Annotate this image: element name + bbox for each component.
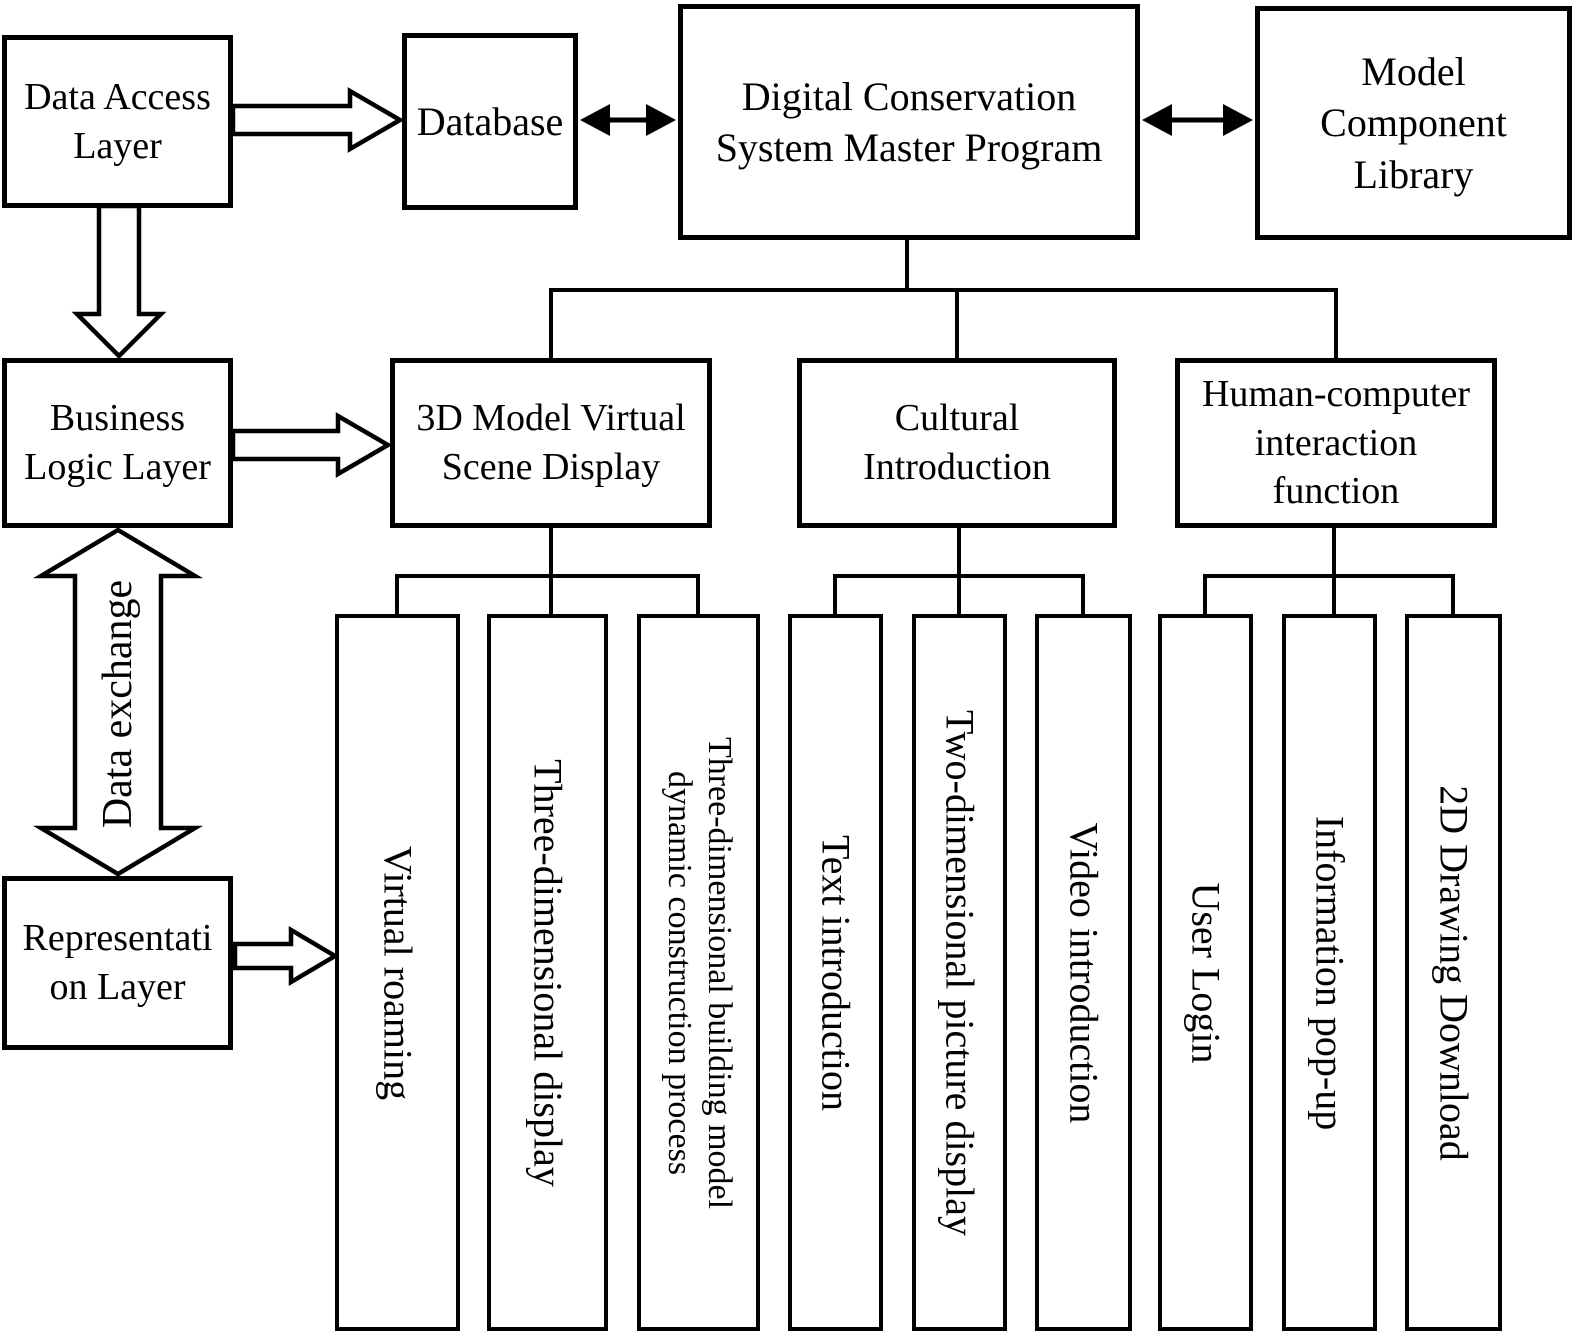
connector-g3-drop-right [1451,576,1455,614]
connector-g3-stem [1332,528,1336,614]
hci-function-box: Human-computer interaction function [1175,358,1497,528]
data-exchange-label: Data exchange [95,579,141,829]
connector-g2-drop-right [1081,576,1085,614]
model-component-library-label: Model Component Library [1320,49,1507,197]
connector-drop-hci [1334,290,1338,358]
master-program-label: Digital Conservation System Master Progr… [715,73,1103,170]
text-introduction-label: Text introduction [813,834,859,1111]
connector-g2-rail [833,574,1085,578]
data-access-layer-box: Data Access Layer [2,35,233,208]
information-pop-up-label: Information pop-up [1307,815,1353,1130]
representation-layer-label: Representati on Layer [22,917,213,1008]
cultural-introduction-box: Cultural Introduction [797,358,1117,528]
information-pop-up-box: Information pop-up [1282,614,1377,1331]
business-logic-layer-label: Business Logic Layer [24,397,211,488]
data-access-layer-label: Data Access Layer [24,75,211,167]
video-introduction-box: Video introduction [1035,614,1132,1331]
drawing-download-box: 2D Drawing Download [1405,614,1502,1331]
connector-drop-cultural [955,290,959,358]
representation-layer-box: Representati on Layer [2,876,233,1050]
building-model-process-box: Three-dimensional building model dynamic… [637,614,760,1331]
scene-display-label: 3D Model Virtual Scene Display [416,397,686,488]
data-access-to-database-arrow [230,87,405,153]
user-login-box: User Login [1158,614,1253,1331]
data-exchange-double-arrow [32,527,204,877]
master-program-box: Digital Conservation System Master Progr… [678,4,1140,240]
drawing-download-label: 2D Drawing Download [1431,784,1477,1161]
connector-g1-drop-left [395,576,399,614]
business-logic-layer-box: Business Logic Layer [2,358,233,528]
three-dimensional-display-box: Three-dimensional display [487,614,608,1331]
connector-g1-stem [549,528,553,614]
connector-drop-scene-display [549,290,553,358]
connector-g3-drop-left [1203,576,1207,614]
building-model-process-label: Three-dimensional building model dynamic… [660,736,738,1209]
database-box: Database [402,33,578,210]
data-access-to-business-logic-arrow [71,203,167,360]
connector-master-stem [905,240,909,290]
scene-display-box: 3D Model Virtual Scene Display [390,358,712,528]
master-library-double-arrow [1142,104,1253,136]
video-introduction-label: Video introduction [1061,822,1107,1123]
database-label: Database [416,98,564,144]
connector-g1-drop-right [696,576,700,614]
two-dimensional-picture-display-label: Two-dimensional picture display [937,709,983,1236]
connector-g3-rail [1203,574,1455,578]
virtual-roaming-box: Virtual roaming [335,614,460,1331]
user-login-label: User Login [1183,881,1229,1064]
cultural-introduction-label: Cultural Introduction [863,397,1051,488]
text-introduction-box: Text introduction [788,614,883,1331]
two-dimensional-picture-display-box: Two-dimensional picture display [912,614,1007,1331]
business-logic-to-scene-display-arrow [230,412,393,478]
connector-g2-stem [957,528,961,614]
connector-master-rail [549,288,1338,292]
connector-g1-rail [395,574,700,578]
model-component-library-box: Model Component Library [1255,6,1572,240]
three-dimensional-display-label: Three-dimensional display [525,758,571,1187]
virtual-roaming-label: Virtual roaming [375,845,421,1100]
database-master-double-arrow [580,104,676,136]
hci-function-label: Human-computer interaction function [1201,373,1471,513]
representation-layer-output-arrow [232,926,340,986]
connector-g2-drop-left [833,576,837,614]
